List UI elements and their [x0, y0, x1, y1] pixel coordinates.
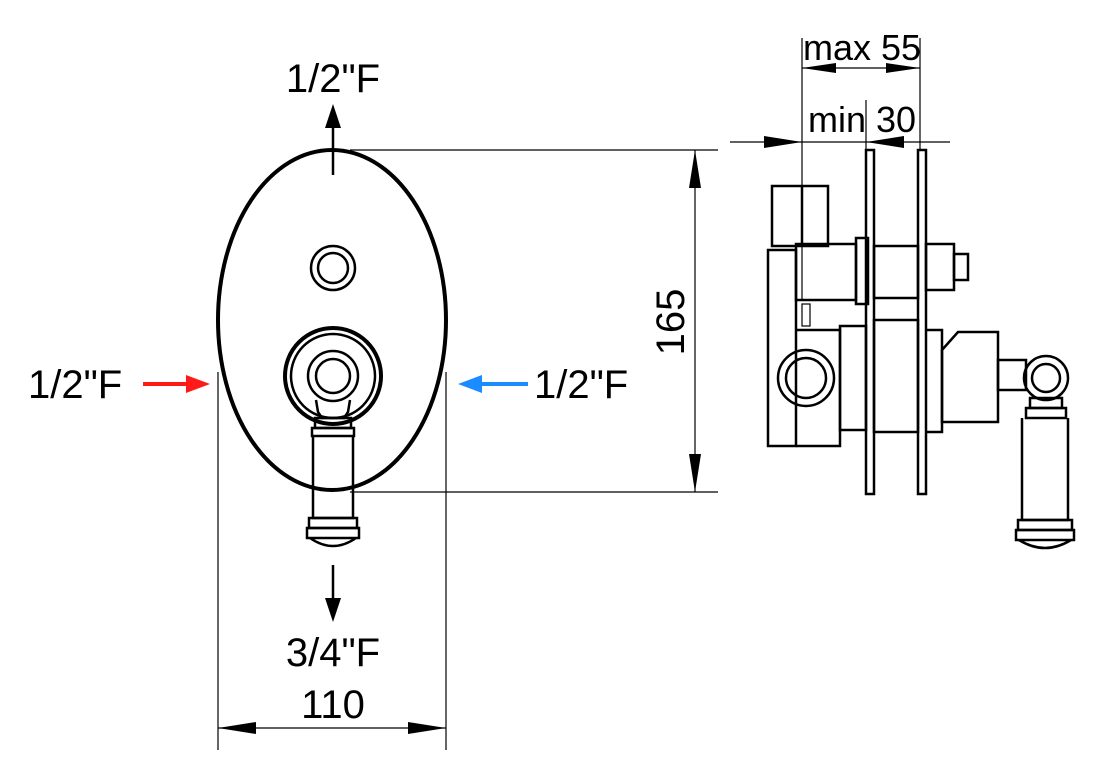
- width-dimension: [218, 722, 446, 734]
- diverter-knob-inner: [316, 251, 350, 285]
- top-inlet-label: 1/2"F: [286, 57, 380, 101]
- max-depth-dimension: [802, 63, 920, 73]
- mixer-boss-ring: [289, 332, 377, 420]
- min-depth-dimension: [730, 136, 950, 148]
- front-plate: [216, 148, 448, 492]
- valve-body: [766, 184, 970, 448]
- hot-inlet-arrow: [143, 375, 210, 393]
- bottom-outlet-label: 3/4"F: [286, 631, 380, 675]
- mixer-boss-outer: [283, 326, 383, 426]
- right-inlet-label: 1/2"F: [534, 363, 628, 407]
- mixer-cap-outer: [306, 349, 360, 403]
- bottom-outlet-arrow: [325, 565, 341, 622]
- side-lever-handle: [940, 330, 1076, 550]
- height-dimension-label: 165: [649, 289, 693, 356]
- min-depth-label: min 30: [808, 99, 916, 140]
- cold-inlet-arrow: [458, 375, 528, 393]
- height-dimension: [689, 150, 701, 492]
- max-depth-label: max 55: [803, 27, 921, 68]
- width-dimension-label: 110: [301, 683, 365, 727]
- side-view: [730, 38, 1076, 550]
- top-inlet-arrow: [325, 104, 341, 175]
- left-inlet-label: 1/2"F: [28, 363, 122, 407]
- diverter-knob-outer: [309, 244, 357, 292]
- mixer-cap-inner: [314, 357, 352, 395]
- lever-handle: [305, 399, 361, 548]
- front-view: [143, 104, 718, 750]
